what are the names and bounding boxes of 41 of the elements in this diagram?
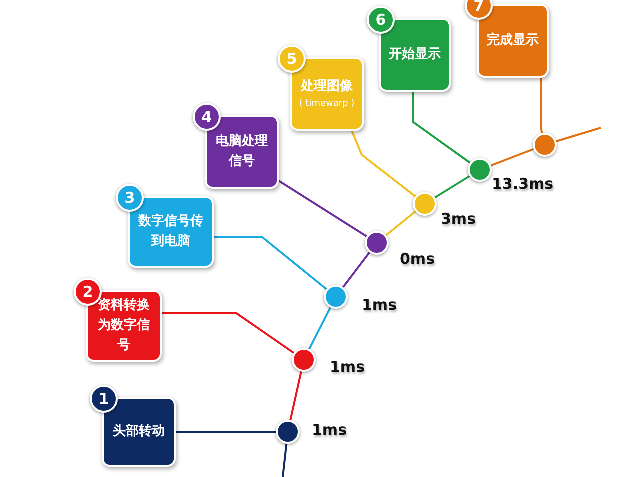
time-label: 1ms [330, 358, 365, 376]
step-number-badge: 7 [465, 0, 493, 20]
timeline-line [434, 175, 470, 199]
leader-line [214, 236, 328, 290]
timeline-line [308, 307, 332, 350]
leader-line [412, 92, 471, 164]
step-label: 开始显示 [388, 46, 442, 64]
step-label: 数字信号传到电脑 [137, 212, 204, 251]
time-label: 1ms [312, 421, 347, 439]
step-label: 电脑处理信号 [215, 132, 269, 171]
timeline-dot [324, 285, 348, 309]
leader-line [162, 312, 295, 354]
step-label: 头部转动 [112, 422, 166, 441]
leader-line [176, 431, 276, 433]
step-number-badge: 3 [116, 184, 144, 212]
timeline-dot [533, 133, 557, 157]
timeline-dot [292, 348, 316, 372]
step-label: 完成显示 [486, 32, 540, 50]
step-note: ( timewarp ) [299, 98, 355, 111]
timeline-dot [365, 231, 389, 255]
step-number-badge: 6 [367, 6, 395, 34]
timeline-line [282, 444, 288, 477]
timeline-line [290, 371, 302, 421]
time-label: 13.3ms [492, 175, 554, 193]
step-label: 处理图像 [300, 78, 354, 96]
leader-line [540, 78, 544, 134]
step-number-badge: 4 [193, 103, 221, 131]
leader-line [278, 180, 368, 238]
time-label: 3ms [441, 210, 476, 228]
step-number-badge: 5 [278, 45, 306, 73]
time-label: 0ms [400, 250, 435, 268]
timeline-line [342, 252, 370, 288]
step-number-badge: 1 [90, 385, 118, 413]
time-label: 1ms [362, 296, 397, 314]
leader-line [351, 130, 416, 198]
timeline-line [556, 127, 602, 142]
timeline-line [490, 148, 534, 167]
timeline-dot [276, 420, 300, 444]
timeline-dot [413, 192, 437, 216]
timeline-line [386, 210, 416, 236]
timeline-dot [468, 158, 492, 182]
